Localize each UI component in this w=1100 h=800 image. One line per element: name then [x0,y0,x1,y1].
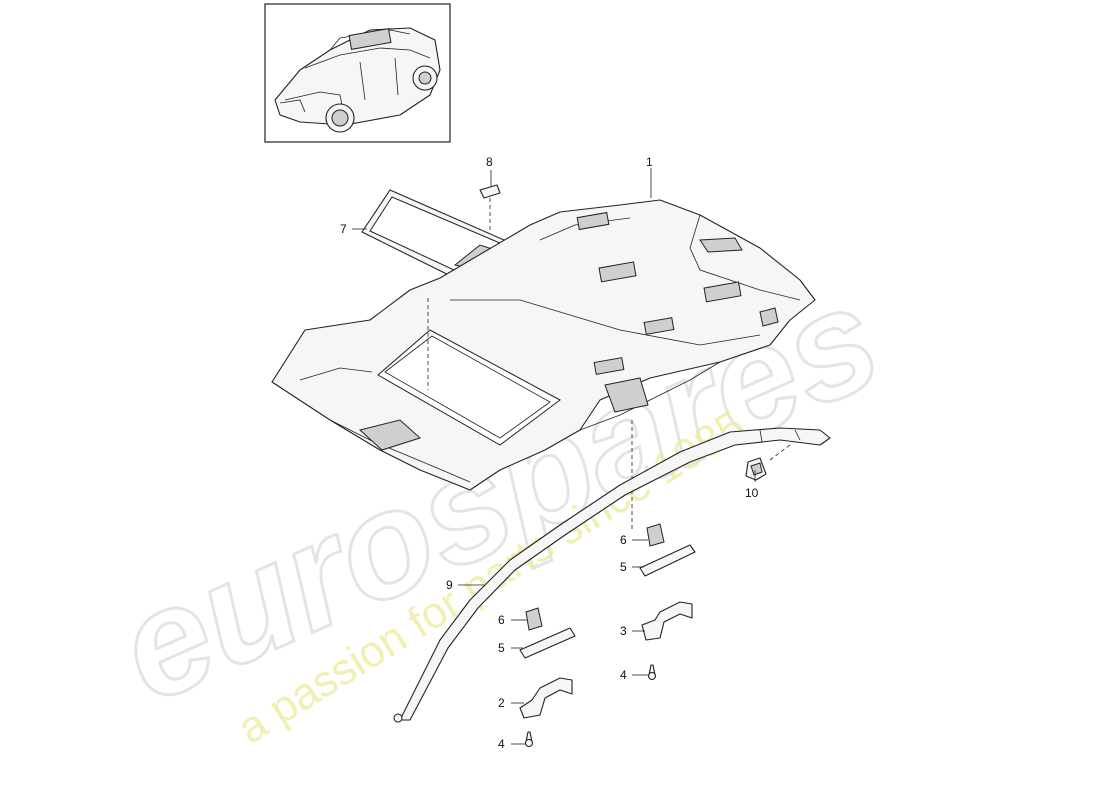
car-thumbnail-icon [274,27,441,133]
handle-part-2-left[interactable] [519,677,573,719]
callout-7: 7 [340,222,347,236]
callout-1: 1 [646,155,653,169]
callout-6a: 6 [620,533,627,547]
clip-part-6-left[interactable] [525,607,543,631]
trim-part-5-left[interactable] [519,627,576,659]
grab-handle-left-group[interactable] [519,607,576,748]
leader-lines [352,168,756,745]
callout-5a: 5 [620,560,627,574]
callout-8: 8 [486,155,493,169]
grab-handle-right-group[interactable] [639,523,696,681]
trim-part-5-right[interactable] [639,544,696,577]
car-thumbnail[interactable] [264,3,451,143]
callout-5b: 5 [498,641,505,655]
callout-3: 3 [620,624,627,638]
handle-part-3-right[interactable] [641,601,693,641]
headliner[interactable] [271,199,816,491]
clip-part-8[interactable] [479,184,501,199]
callout-2: 2 [498,696,505,710]
callout-labels: 1 2 3 4 4 5 5 6 6 7 8 9 10 [340,155,759,751]
clip-part-10[interactable] [745,457,767,481]
callout-9: 9 [446,578,453,592]
callout-6b: 6 [498,613,505,627]
callout-10: 10 [745,486,759,500]
curtain-airbag[interactable] [393,427,831,723]
callout-4a: 4 [620,668,627,682]
callout-4b: 4 [498,737,505,751]
clip-part-6-right[interactable] [646,523,665,547]
